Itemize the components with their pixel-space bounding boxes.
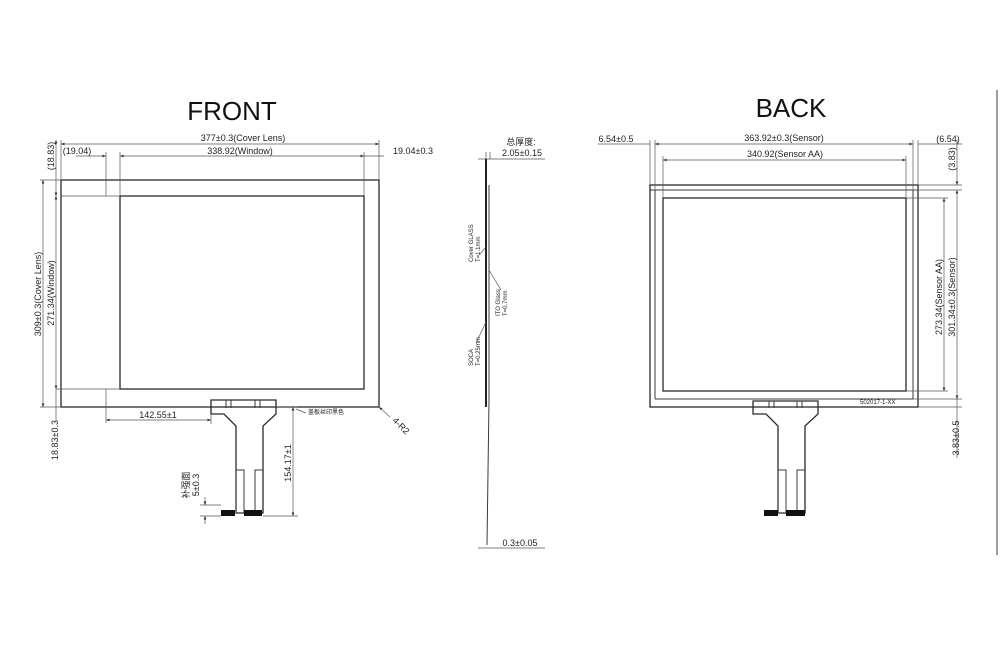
front-title: FRONT [187, 96, 277, 126]
side-total-thickness: 2.05±0.15 [502, 148, 542, 158]
fpc-contact [764, 510, 778, 516]
back-title: BACK [756, 93, 827, 123]
side-total-thickness-label: 总厚度: [506, 136, 536, 147]
front-view: FRONT 377±0.3(Cover Lens) 338.92(Window)… [33, 96, 433, 524]
side-ito-glass-t: T=0.7mm [503, 290, 509, 316]
fpc-slot [235, 469, 245, 513]
side-fpc-line [486, 399, 490, 546]
fpc-slot [254, 469, 263, 513]
back-sensor-aa-height: 273.34(Sensor AA) [934, 259, 944, 335]
fpc-contact [244, 510, 262, 516]
fpc-contact [786, 510, 805, 516]
front-print-note: 盖板丝印黑色 [308, 408, 344, 416]
front-cover-lens-width: 377±0.3(Cover Lens) [201, 133, 286, 143]
side-view: 总厚度: 2.05±0.15 Cover GLASS T=1.1mm ITO G… [469, 136, 545, 549]
back-bottom-offset: 3.83±0.5 [951, 421, 961, 456]
back-sensor-width: 363.92±0.3(Sensor) [744, 133, 824, 143]
back-cover-lens-outline [649, 184, 919, 408]
front-corner-radius: 4-R2 [391, 415, 412, 436]
side-soca-t: T=0.25mm [476, 337, 482, 366]
front-left-margin: (19.04) [63, 146, 92, 156]
front-right-margin: 19.04±0.3 [393, 146, 433, 156]
front-fpc-length: 154.17±1 [283, 444, 293, 481]
back-sensor-height: 301.34±0.3(Sensor) [947, 257, 957, 337]
front-window-width: 338.92(Window) [207, 146, 273, 156]
back-top-offset: (3.83) [947, 147, 957, 171]
leader-line [478, 246, 487, 256]
front-window-outline [119, 195, 365, 390]
back-left-offset: 6.54±0.5 [599, 134, 634, 144]
side-soca: SOCA [469, 349, 475, 366]
back-sensor-aa-outline [662, 197, 907, 392]
front-top-margin: (18.83) [46, 142, 56, 171]
leader-line [378, 406, 391, 418]
front-cover-lens-outline [60, 179, 380, 408]
fpc-slot [796, 469, 805, 513]
side-fpc-thickness: 0.3±0.05 [503, 538, 538, 548]
front-window-height: 271.34(Window) [46, 260, 56, 326]
front-stiffener-label: 补强面 [180, 471, 191, 498]
back-part-number: 502017-1-XX [860, 400, 895, 406]
leader-line [488, 269, 502, 291]
fpc-slot [777, 469, 787, 513]
side-cover-glass-t: T=1.1mm [476, 236, 482, 262]
back-view: BACK 363.92±0.3(Sensor) 6.54±0.5 (6.54) … [598, 93, 962, 516]
back-right-offset: (6.54) [936, 134, 960, 144]
leader-line [475, 321, 487, 344]
back-sensor-aa-width: 340.92(Sensor AA) [747, 149, 823, 159]
front-bottom-margin: 18.83±0.3 [50, 420, 60, 460]
front-fpc-offset: 142.55±1 [139, 410, 176, 420]
front-cover-lens-height: 309±0.3(Cover Lens) [33, 252, 43, 337]
fpc-contact [221, 510, 235, 516]
side-cover-glass: Cover GLASS [469, 224, 475, 262]
front-stiffener-value: 5±0.3 [191, 474, 201, 496]
side-ito-glass: ITO Glass [496, 289, 502, 316]
leader-line [295, 408, 307, 414]
